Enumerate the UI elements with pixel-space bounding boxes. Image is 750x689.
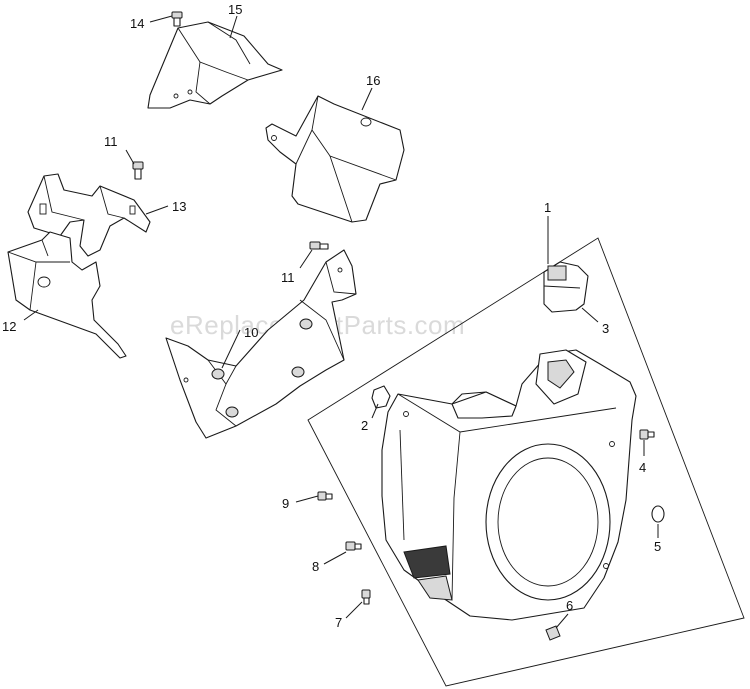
part-3-clip[interactable] <box>543 261 589 313</box>
callout-9: 9 <box>282 496 289 511</box>
part-9-screw[interactable] <box>317 491 333 501</box>
callout-11-lower: 11 <box>281 270 295 285</box>
callout-11-upper: 11 <box>104 134 118 149</box>
part-12-shroud-plate[interactable] <box>7 231 127 359</box>
part-14-screw[interactable] <box>171 11 183 27</box>
callout-8: 8 <box>312 559 319 574</box>
callout-2: 2 <box>361 418 368 433</box>
callout-13: 13 <box>172 199 186 214</box>
part-11-screw-lower[interactable] <box>309 241 329 250</box>
leader-lines <box>23 15 659 629</box>
part-10-baffle[interactable] <box>165 249 357 439</box>
callout-16: 16 <box>366 73 380 88</box>
part-2-clip[interactable] <box>371 385 391 409</box>
callout-12: 12 <box>2 319 16 334</box>
callout-14: 14 <box>130 16 144 31</box>
part-16-cover[interactable] <box>265 95 405 223</box>
callout-4: 4 <box>639 460 646 475</box>
part-8-screw[interactable] <box>345 541 362 551</box>
part-5-plug[interactable] <box>651 505 665 523</box>
part-11-screw-upper[interactable] <box>132 161 144 180</box>
callout-1: 1 <box>544 200 551 215</box>
callout-5: 5 <box>654 539 661 554</box>
callout-15: 15 <box>228 2 242 17</box>
callout-3: 3 <box>602 321 609 336</box>
callout-10: 10 <box>244 325 258 340</box>
part-1-blower-housing[interactable] <box>381 349 637 621</box>
callout-6: 6 <box>566 598 573 613</box>
part-4-screw[interactable] <box>639 429 655 440</box>
part-15-top-shroud[interactable] <box>147 21 283 109</box>
group-frame <box>307 237 745 687</box>
part-6-nut[interactable] <box>545 625 561 641</box>
part-7-screw[interactable] <box>361 589 371 605</box>
callout-7: 7 <box>335 615 342 630</box>
